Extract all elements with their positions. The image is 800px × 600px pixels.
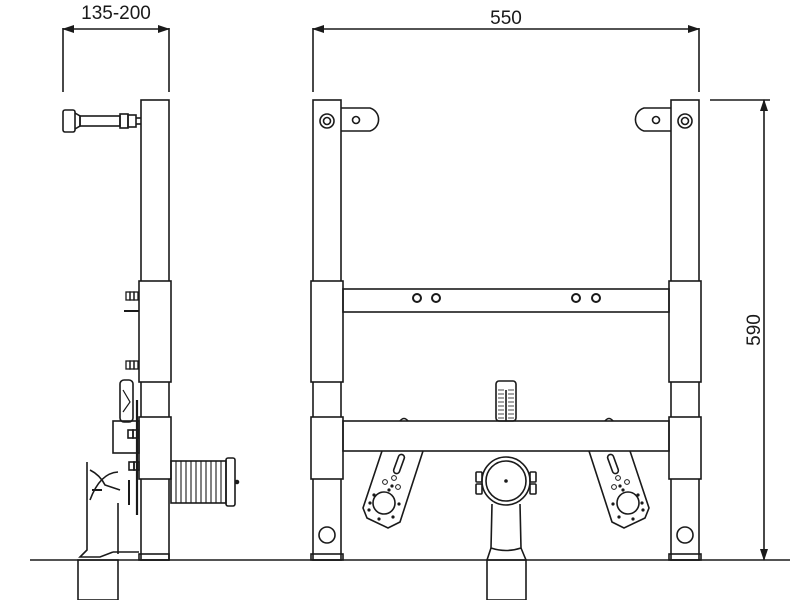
depth-label: 135-200 <box>81 3 151 24</box>
front-view <box>310 99 702 600</box>
side-view <box>62 99 240 600</box>
left-mounting-bracket <box>362 450 424 529</box>
width-dimension: 550 <box>312 8 700 92</box>
corrugated-hose <box>170 457 240 507</box>
central-drain <box>475 456 537 600</box>
height-dimension: 590 <box>710 99 770 561</box>
threaded-rod <box>495 380 517 422</box>
right-mounting-bracket <box>588 450 650 529</box>
depth-dimension: 135-200 <box>62 3 170 92</box>
height-label: 590 <box>744 314 765 346</box>
width-label: 550 <box>490 8 522 29</box>
